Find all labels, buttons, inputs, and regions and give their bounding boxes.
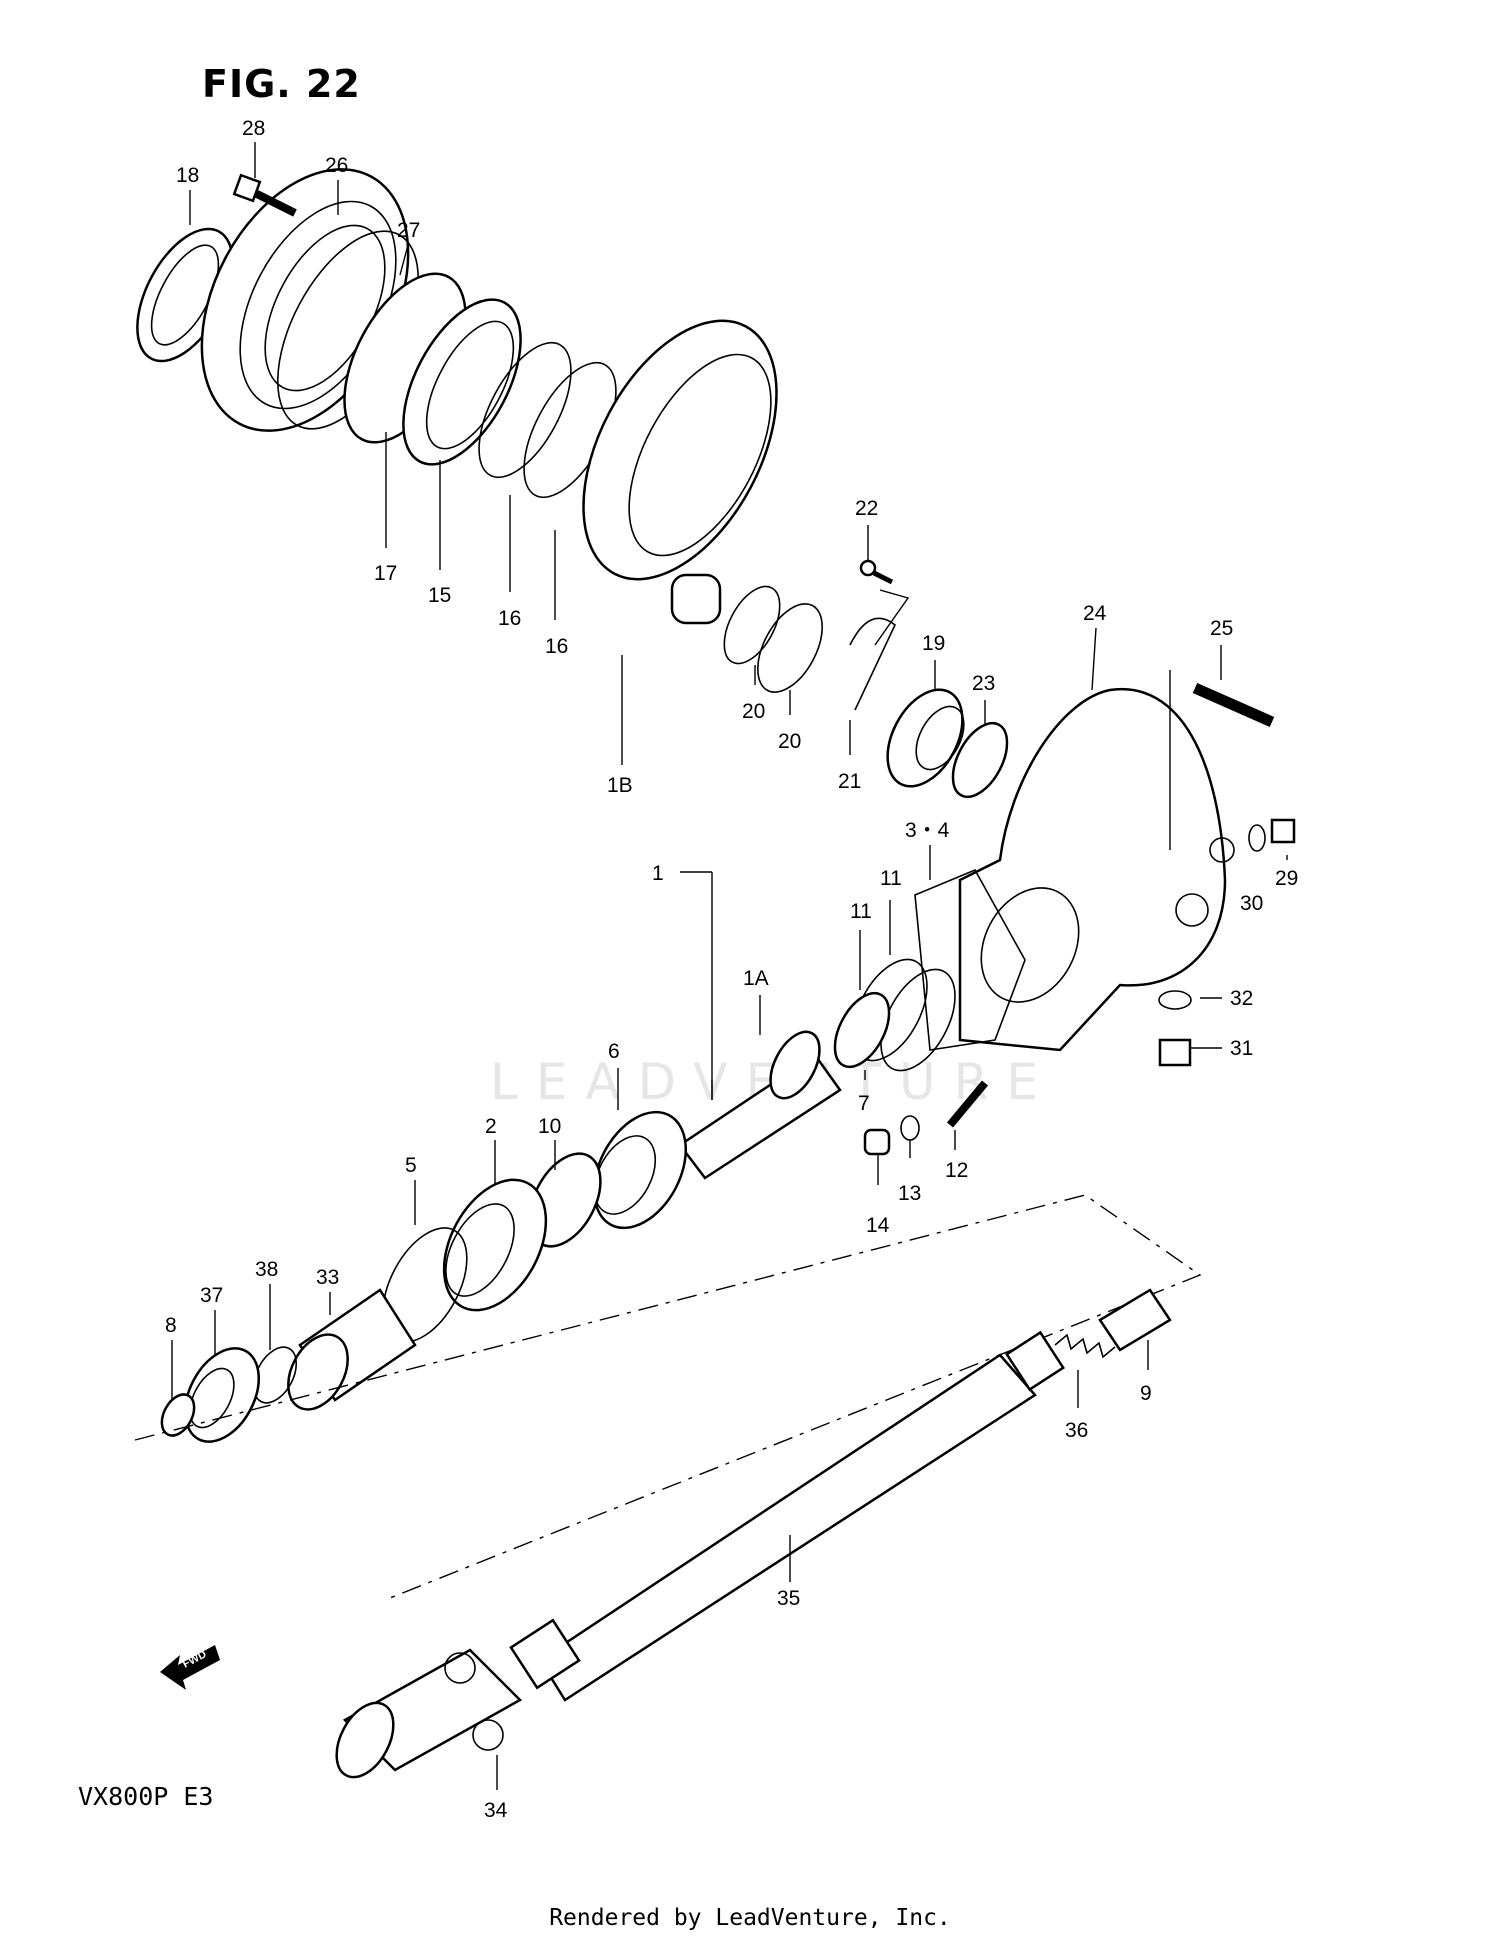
part-bearing-7 [833,991,891,1069]
part-gasket-30 [1248,824,1266,852]
callout-6: 6 [608,1040,620,1063]
callout-37: 37 [200,1284,223,1307]
callout-27: 27 [397,219,420,242]
part-seal-23 [951,721,1009,799]
callout-20b: 20 [778,730,801,753]
callout-11b: 11 [850,900,872,923]
part-shim-11b [880,968,956,1072]
callout-38: 38 [255,1258,278,1281]
part-damper-2 [442,1178,548,1312]
callout-20a: 20 [742,700,765,723]
callout-35: 35 [777,1587,800,1610]
callout-33: 33 [316,1266,339,1289]
part-stud-25 [1192,682,1275,728]
callout-12: 12 [945,1159,968,1182]
footer-credit: Rendered by LeadVenture, Inc. [549,1905,951,1931]
part-drive-shaft-35 [509,1330,1065,1702]
part-bearing-6 [592,1110,688,1230]
callout-1: 1 [652,862,664,885]
part-ring-gear-1B [582,319,778,625]
callout-24: 24 [1083,602,1107,625]
part-shim-20a [723,585,781,665]
callout-30: 30 [1240,892,1263,915]
callout-10: 10 [538,1115,561,1138]
part-washer-13 [900,1115,920,1141]
part-universal-joint-34 [335,1648,523,1779]
callout-28: 28 [242,117,265,140]
part-final-gear-case-24 [958,687,1235,1052]
part-bolt-22 [859,559,894,585]
part-nut-14 [863,1128,891,1156]
callout-22: 22 [855,497,878,520]
part-shim-20b [757,603,823,693]
callout-34: 34 [484,1799,508,1822]
callout-11a: 11 [880,867,902,890]
part-bearing-19 [886,688,965,788]
callout-1B: 1B [607,774,633,797]
callout-23: 23 [972,672,995,695]
callout-31: 31 [1230,1037,1253,1060]
part-spring-36 [1054,1333,1116,1359]
part-stopper-21 [849,617,896,711]
callout-16a: 16 [498,607,521,630]
callout-2: 2 [485,1115,497,1138]
callout-5: 5 [405,1154,417,1177]
callout-7: 7 [858,1092,870,1115]
part-bolt-28 [232,173,297,217]
part-washer-32 [1158,990,1192,1010]
part-coupling-33 [287,1288,417,1411]
part-circlip-38 [252,1346,298,1404]
callout-9: 9 [1140,1382,1152,1405]
fwd-arrow-icon: FWD [160,1645,220,1690]
callout-8: 8 [165,1314,177,1337]
part-shim-16a [478,341,572,479]
callout-21: 21 [838,770,861,793]
callout-13: 13 [898,1182,921,1205]
callout-19: 19 [922,632,945,655]
callout-32: 32 [1230,987,1253,1010]
model-code: VX800P E3 [78,1782,214,1811]
callout-16b: 16 [545,635,568,658]
part-pinion-shaft-1A [678,1030,842,1180]
group-frame [134,1194,1202,1601]
callout-17: 17 [374,562,397,585]
leader-lines [171,142,1288,1790]
callout-29: 29 [1275,867,1298,890]
figure-title: FIG. 22 [202,62,361,106]
callout-1A: 1A [743,967,769,990]
part-stud-12 [946,1080,989,1128]
part-gasket-3-4 [914,868,1026,1051]
callout-26: 26 [325,154,348,177]
callout-15: 15 [428,584,451,607]
part-washer-8 [160,1393,196,1437]
callout-36: 36 [1065,1419,1088,1442]
callout-25: 25 [1210,617,1233,640]
part-plug-29 [1270,818,1296,844]
part-seal-37 [184,1347,260,1443]
callout-14: 14 [866,1214,890,1237]
part-nut-9 [1098,1288,1172,1352]
callout-18: 18 [176,164,199,187]
part-bearing-15 [402,298,522,466]
part-drain-plug-31 [1158,1038,1192,1067]
callout-3-4: 3・4 [905,819,950,842]
